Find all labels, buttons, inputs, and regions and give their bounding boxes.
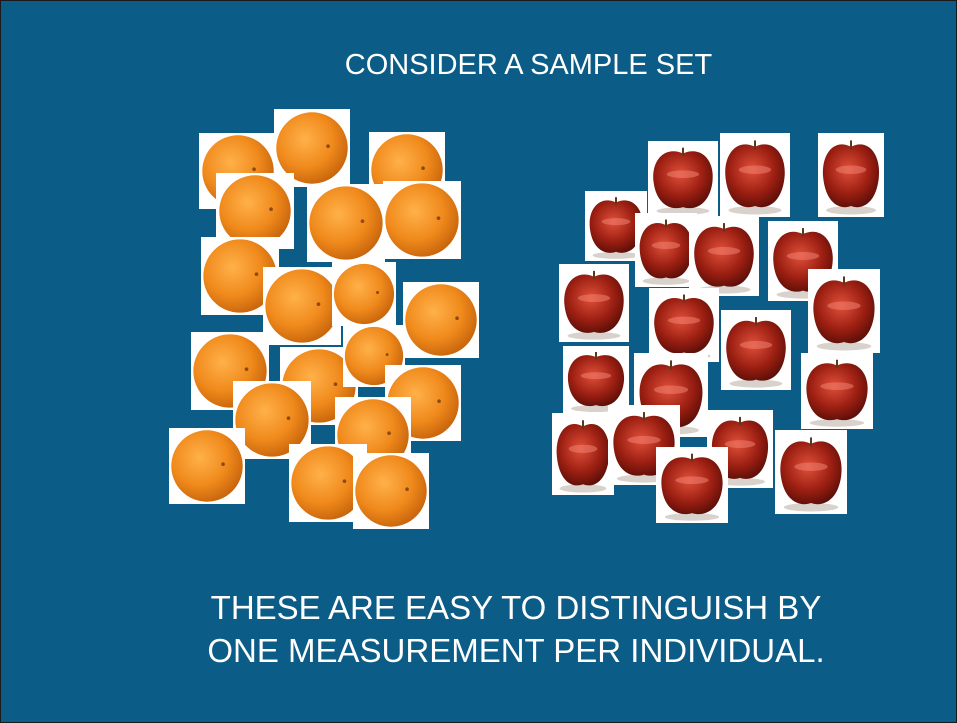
- apple-icon: [559, 264, 629, 342]
- apple-icon: [801, 353, 873, 429]
- apple-icon: [552, 413, 614, 495]
- apple-icon: [649, 288, 719, 362]
- apple-icon: [635, 213, 697, 287]
- orange-icon: [169, 428, 245, 504]
- orange-icon: [307, 184, 385, 262]
- slide-caption: THESE ARE EASY TO DISTINGUISH BY ONE MEA…: [1, 586, 956, 672]
- caption-line-2: ONE MEASUREMENT PER INDIVIDUAL.: [207, 632, 825, 669]
- orange-icon: [199, 133, 277, 209]
- apple-icon: [563, 346, 629, 414]
- apple-icon: [721, 310, 791, 390]
- orange-icon: [383, 181, 461, 259]
- orange-icon: [332, 262, 396, 326]
- apple-icon: [720, 133, 790, 217]
- orange-icon: [403, 282, 479, 358]
- apple-icon: [689, 216, 759, 296]
- slide-title: CONSIDER A SAMPLE SET: [344, 49, 713, 81]
- apple-icon: [775, 430, 847, 514]
- orange-icon: [216, 173, 294, 249]
- apple-icon: [648, 141, 718, 217]
- apple-icon: [656, 447, 728, 523]
- apple-icon: [808, 269, 880, 353]
- orange-icon: [263, 267, 341, 345]
- apple-icon: [818, 133, 884, 217]
- caption-line-1: THESE ARE EASY TO DISTINGUISH BY: [210, 589, 822, 626]
- orange-icon: [353, 453, 429, 529]
